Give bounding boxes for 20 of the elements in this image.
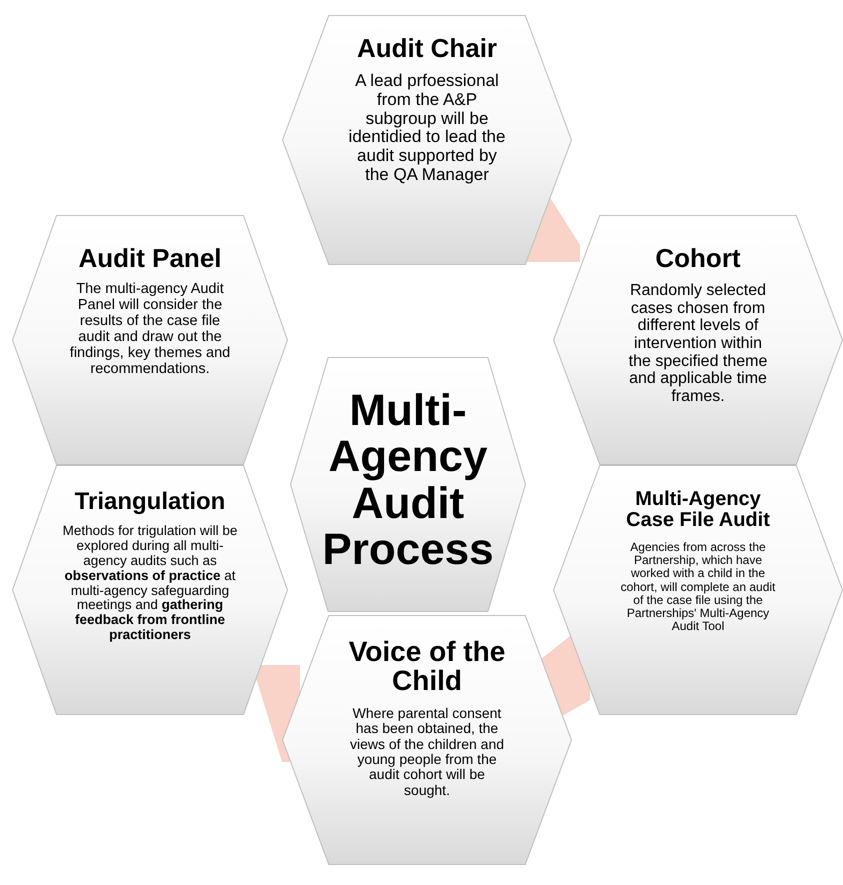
hexagon-card xyxy=(553,465,843,715)
card-heading: Triangulation xyxy=(74,489,226,514)
card-heading: Audit Panel xyxy=(78,245,222,272)
card-text: A lead prfoessional from the A&P subgroup will be identidied to lead the audit supported by the QA Manager xyxy=(348,72,506,184)
card-text: Methods for trigulation will be explored during all multi-agency audits such as observations of practice at multi-agency safeguarding meetings and gathering feedback from frontline practitioners xyxy=(62,524,238,643)
card-text: Agencies from across the Partnership, which have worked with a child in the cohort, will complete an audit of the case file using the Partnerships' Multi-Agency Audit Tool xyxy=(620,541,776,634)
card-heading: Audit Chair xyxy=(356,35,498,62)
card-text: Randomly selected cases chosen from different levels of intervention within the specified theme and applicable time frames. xyxy=(628,282,768,406)
card-text: Where parental consent has been obtained, the views of the children and young people from the audit cohort will be sought. xyxy=(348,706,506,798)
card-text: The multi-agency Audit Panel will consider the results of the case file audit and draw out the findings, key themes and recommendations. xyxy=(68,282,232,378)
hexagon-card xyxy=(282,615,572,865)
hexagon-card xyxy=(282,15,572,265)
central-hexagon xyxy=(290,357,526,612)
hexagon-card xyxy=(12,215,288,465)
card-heading: Multi-Agency Case File Audit xyxy=(625,489,771,531)
hexagon-card xyxy=(12,465,288,715)
card-heading: Voice of the Child xyxy=(348,637,506,696)
card-heading: Cohort xyxy=(655,245,741,272)
central-heading: Multi-Agency Audit Process xyxy=(321,388,495,573)
hexagon-card xyxy=(553,215,843,465)
